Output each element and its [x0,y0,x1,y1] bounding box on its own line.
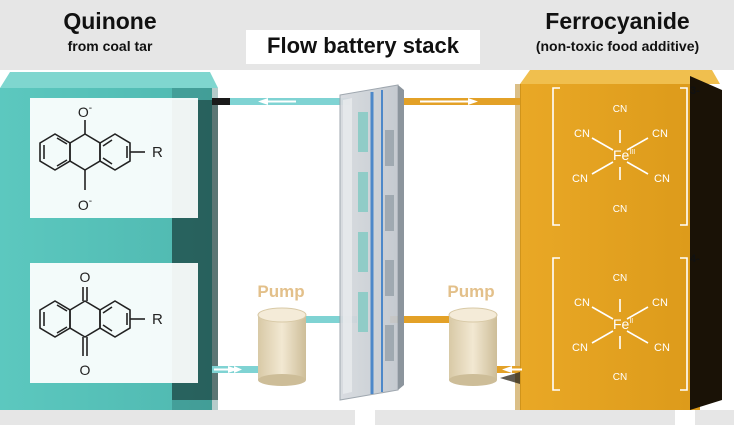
left-pump-pipe [305,316,357,323]
quinone-tank [0,72,218,410]
svg-text:CN: CN [613,104,627,115]
ferricyanide-iron: FeIII [613,147,635,163]
left-pump-label: Pump [257,282,304,301]
stack-title-box [246,30,480,64]
oxidized-top-oxygen: O [80,269,91,285]
svg-text:CN: CN [613,372,627,383]
svg-text:CN: CN [652,297,668,309]
right-top-arrow [468,98,478,105]
svg-text:CN: CN [572,173,588,185]
footer-gap [675,410,695,425]
reduced-quinone-panel [30,98,198,218]
ferricyanide-charge: 3- [690,85,700,97]
svg-text:CN: CN [654,342,670,354]
svg-text:CN: CN [654,173,670,185]
right-pump-label: Pump [447,282,494,301]
quinone-title: Quinone [63,8,157,34]
reduced-r-group: R [152,144,163,161]
stack-title: Flow battery stack [267,33,459,58]
battery-stack [339,84,404,401]
ferricyanide-complex: 3- FeIII CN CN CN CN CN CN [552,85,700,226]
oxidized-r-group: R [152,311,163,328]
pipes [212,98,522,384]
right-pump [448,307,498,386]
right-pump-pipe [390,316,450,323]
oxidized-quinone-panel [30,263,198,383]
ferrocyanide-charge: 4- [690,253,700,265]
ferrocyanide-subtitle: (non-toxic food additive) [535,38,700,54]
svg-text:CN: CN [574,297,590,309]
right-bottom-arrow [502,366,512,373]
ferrocyanide-complex: 4- FeII CN CN CN CN CN CN [552,253,700,391]
oxidized-bottom-oxygen: O [80,362,91,378]
svg-text:CN: CN [613,273,627,284]
left-pump [257,307,307,386]
svg-text:CN: CN [652,128,668,140]
svg-text:CN: CN [572,342,588,354]
ferrocyanide-iron: FeII [613,316,633,332]
reduced-bottom-oxygen: O- [78,196,92,213]
oxidized-quinone-structure [39,287,145,356]
svg-text:CN: CN [613,204,627,215]
reduced-quinone-structure [39,120,145,190]
left-bottom-arrow [234,366,242,373]
left-top-arrow [258,98,268,105]
svg-text:CN: CN [574,128,590,140]
ferrocyanide-title: Ferrocyanide [545,8,690,34]
footer-gap [355,410,375,425]
reduced-top-oxygen: O- [78,103,92,120]
ferrocyanide-tank [515,70,722,410]
quinone-subtitle: from coal tar [67,38,153,54]
